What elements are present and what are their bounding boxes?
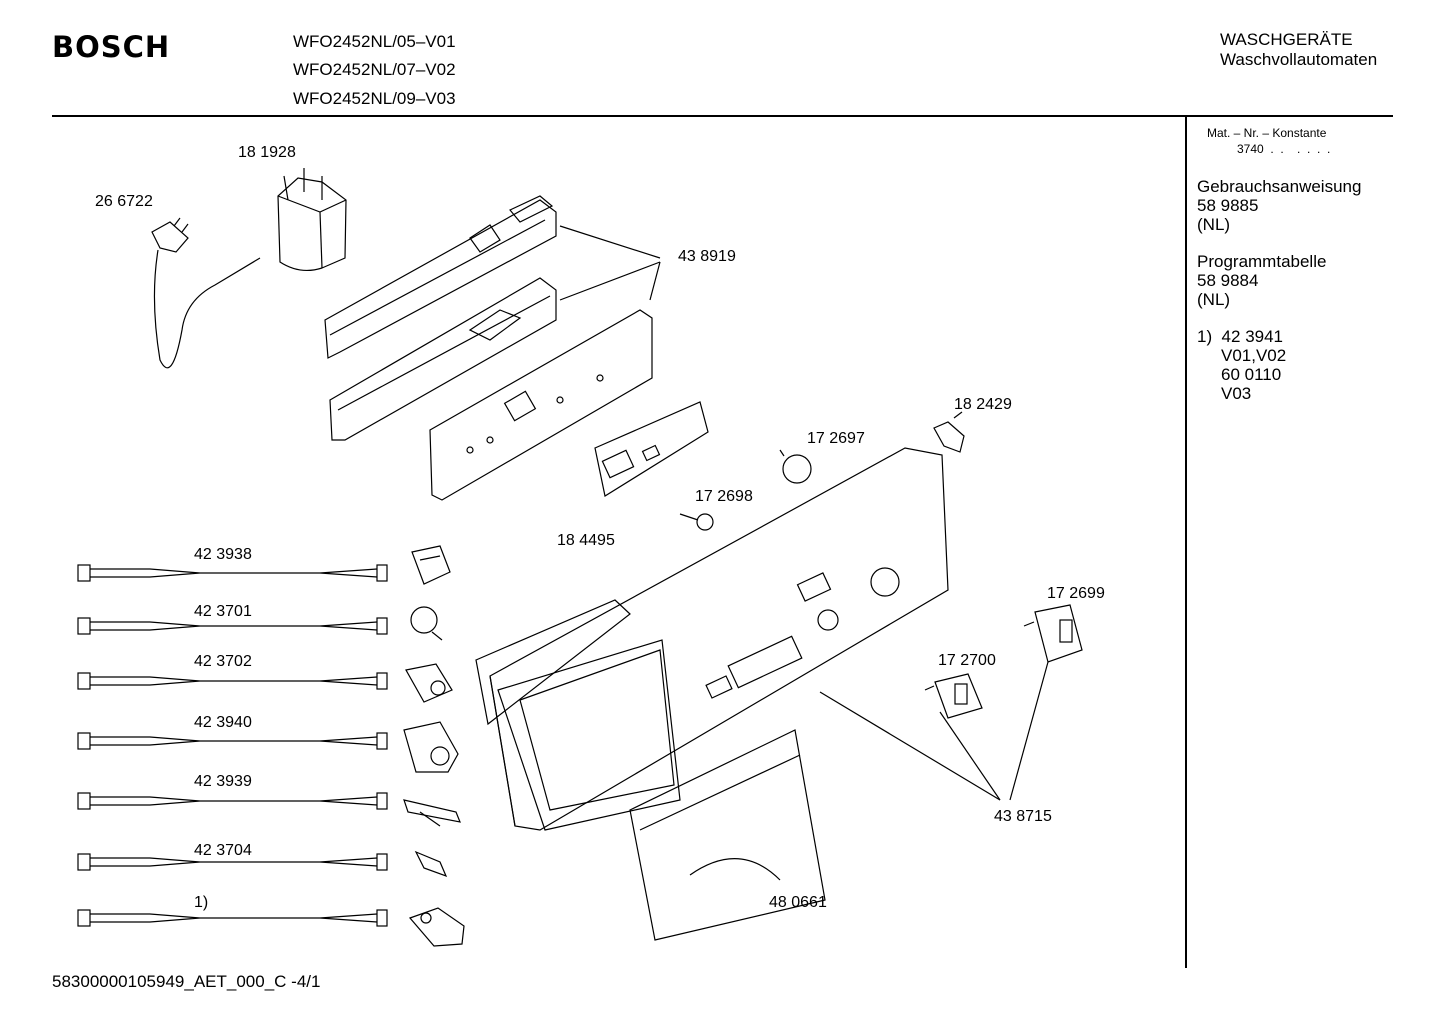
part-label-423938: 42 3938: [194, 546, 252, 563]
part-label-423940: 42 3940: [194, 714, 252, 731]
motor-component-icon: [403, 721, 459, 773]
footnote-number-2: 60 0110: [1221, 365, 1282, 384]
part-label-423704: 42 3704: [194, 842, 252, 859]
leader-438715-c: [1009, 661, 1049, 801]
part-label-438715: 43 8715: [994, 808, 1052, 825]
document-id: 58300000105949_AET_000_C -4/1: [52, 972, 321, 991]
model-number-3: WFO2452NL/09–V03: [293, 89, 456, 108]
mat-nr-value: 3740 . . . . . .: [1237, 142, 1331, 156]
drain-pump-icon: [405, 663, 453, 703]
leader-438715-a: [819, 691, 1001, 801]
part-label-438919: 43 8919: [678, 248, 736, 265]
heater-element-icon: [403, 799, 461, 827]
valve-icon: [408, 907, 465, 947]
part-label-480661: 48 0661: [769, 894, 827, 911]
button-pin-icon: [679, 513, 714, 531]
leader-438919-a: [559, 225, 661, 259]
leader-438919-b: [559, 261, 661, 301]
category-subtitle: Waschvollautomaten: [1220, 50, 1378, 69]
panel-seal-icon: [475, 599, 631, 726]
part-label-footnote-1: 1): [194, 894, 209, 911]
wire-harness-icon: [77, 564, 388, 927]
program-table-label: Programmtabelle: [1197, 252, 1327, 271]
part-label-181928: 18 1928: [238, 144, 296, 161]
part-label-423702: 42 3702: [194, 653, 252, 670]
part-label-172697: 17 2697: [807, 430, 865, 447]
category-title: WASCHGERÄTE: [1220, 30, 1353, 49]
sensor-icon: [414, 850, 448, 878]
door-lock-icon: [411, 545, 451, 585]
manual-language: (NL): [1197, 215, 1231, 234]
front-panel-icon: [489, 447, 949, 831]
model-number-2: WFO2452NL/07–V02: [293, 60, 456, 79]
footnote-versions-1: V01,V02: [1221, 346, 1287, 365]
part-label-423939: 42 3939: [194, 773, 252, 790]
footnote-versions-2: V03: [1221, 384, 1252, 403]
part-label-172699: 17 2699: [1047, 585, 1105, 602]
part-label-266722: 26 6722: [95, 193, 153, 210]
footnote-reference: 1) 42 3941: [1197, 327, 1284, 346]
power-plug-icon: [151, 217, 261, 369]
display-module-icon: [594, 401, 709, 497]
part-label-182429: 18 2429: [954, 396, 1012, 413]
part-label-184495: 18 4495: [557, 532, 615, 549]
interference-filter-icon: [277, 168, 347, 272]
part-label-172700: 17 2700: [938, 652, 996, 669]
leader-438715-b: [939, 711, 1001, 801]
program-table-language: (NL): [1197, 290, 1231, 309]
model-number-1: WFO2452NL/05–V01: [293, 32, 456, 51]
pressure-switch-icon: [410, 606, 443, 641]
selector-knob-icon: [779, 449, 812, 484]
part-label-172698: 17 2698: [695, 488, 753, 505]
program-table-number: 58 9884: [1197, 271, 1259, 290]
manual-number: 58 9885: [1197, 196, 1259, 215]
leader-438919-c: [649, 261, 661, 301]
program-knob-icon: [1023, 604, 1083, 663]
part-label-423701: 42 3701: [194, 603, 252, 620]
manual-label: Gebrauchsanweisung: [1197, 177, 1362, 196]
brand-logo: BOSCH: [52, 30, 171, 64]
circuit-board-icon: [429, 309, 653, 501]
module-frame-lower-icon: [329, 277, 557, 441]
module-frame-upper-icon: [324, 195, 557, 359]
clip-icon: [933, 411, 965, 453]
temperature-knob-icon: [924, 673, 983, 719]
drawer-handle-icon: [629, 729, 826, 941]
mat-nr-label: Mat. – Nr. – Konstante: [1207, 126, 1327, 140]
